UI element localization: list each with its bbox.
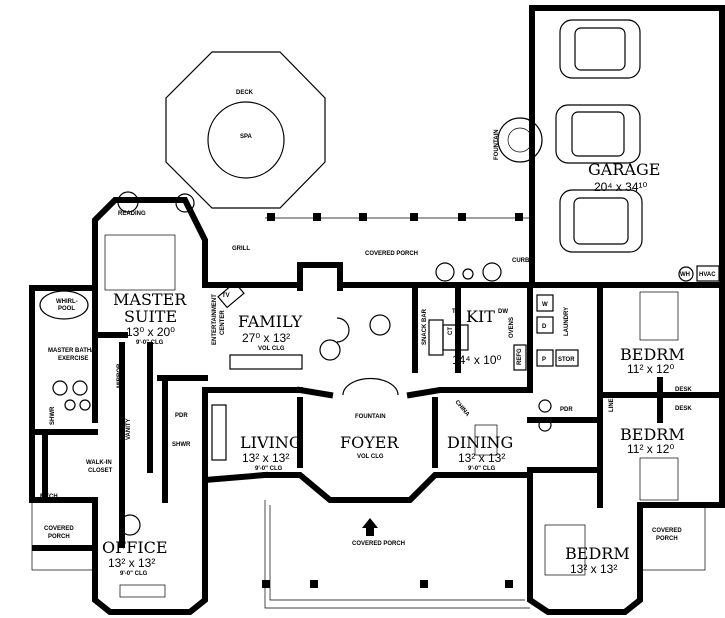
porch-left (31, 499, 96, 571)
ct-label: CT (448, 327, 454, 335)
rear-porch-label: COVERED PORCH (365, 251, 418, 257)
porch-left-label: COVERED (44, 526, 74, 532)
closet-label: WALK-IN (86, 460, 112, 466)
living-room: LIVING 13² x 13² 9'-0" CLG (211, 404, 302, 472)
family-label: FAMILY (238, 312, 303, 331)
interior-walls (32, 262, 725, 551)
fountain-label: FOUNTAIN (494, 129, 500, 160)
kitchen: KIT 14⁴ x 10⁰ TC DW SNACK BAR CT OVENS R… (422, 307, 527, 371)
foyer-clg: VOL CLG (357, 454, 384, 460)
refg-label: REFG (517, 348, 523, 365)
shower-label: SHWR (50, 406, 56, 425)
porch-right (639, 504, 706, 571)
wh-label: WH (680, 272, 690, 278)
living-dim: 13² x 13² (242, 451, 289, 465)
bedrooms-right: BEDRM 11² x 12⁰ LINEN DESK DESK BEDRM 11… (609, 291, 692, 501)
dining-clg: 9'-0" CLG (468, 466, 496, 472)
entertainment-label: ENTERTAINMENT (212, 294, 218, 345)
office-clg: 9'-0" CLG (120, 571, 148, 577)
kitchen-label: KIT (466, 307, 495, 326)
laundry-label: LAUNDRY (564, 307, 570, 336)
bedroom3-dim: 11² x 12⁰ (627, 442, 674, 456)
family-room: FAMILY 27⁰ x 13² VOL CLG (229, 312, 391, 370)
living-label: LIVING (240, 433, 302, 452)
laundry: W D LAUNDRY P STOR (536, 294, 579, 367)
foyer-fountain-label: FOUNTAIN (355, 414, 386, 420)
dining-label: DINING (447, 433, 513, 452)
entertainment-label-2: CENTER (220, 310, 226, 335)
tv-label: TV (222, 293, 230, 299)
reading-label: READING (118, 211, 146, 217)
master-suite-dim: 13⁰ x 20⁰ (126, 325, 175, 339)
office-label: OFFICE (102, 538, 168, 557)
master-suite: READING MASTER SUITE 13⁰ x 20⁰ 9'-0" CLG… (39, 191, 245, 500)
desk2-label: DESK (675, 406, 692, 412)
whirlpool-label: WHIRL- (56, 299, 78, 305)
entry-arrow-icon (362, 518, 378, 528)
master-bath-label: MASTER BATH/ (48, 348, 93, 354)
porch-right-label-2: PORCH (656, 536, 678, 542)
bedroom4: BEDRM 13² x 13² (544, 524, 630, 576)
dw-label: DW (498, 309, 508, 315)
bedroom4-label: BEDRM (565, 544, 630, 563)
mirror-label: MIRROR (117, 363, 123, 388)
bedroom3-label: BEDRM (620, 425, 685, 444)
hvac-label: HVAC (699, 272, 716, 278)
office-dim: 13² x 13² (108, 556, 155, 570)
master-clg: 9'-0" CLG (136, 340, 164, 346)
shower2-label: SHWR (172, 442, 191, 448)
deck: DECK SPA (165, 51, 326, 209)
master-suite-label: MASTER (113, 290, 187, 309)
washer-label: W (542, 302, 548, 308)
porch-right-label: COVERED (652, 528, 682, 534)
snack-bar-label: SNACK BAR (422, 308, 428, 345)
garage-dim: 20⁴ x 34¹⁰ (594, 180, 648, 194)
front-porch-label: COVERED PORCH (352, 541, 405, 547)
storage-label: STOR (558, 357, 575, 363)
foyer: FOUNTAIN FOYER VOL CLG (340, 377, 399, 460)
dining-room: CHINA DINING 13² x 13² 9'-0" CLG PDR (447, 399, 573, 472)
exterior-walls (29, 197, 725, 615)
dryer-label: D (542, 324, 547, 330)
kitchen-dim: 14⁴ x 10⁰ (452, 353, 502, 367)
living-clg: 9'-0" CLG (255, 466, 283, 472)
tc-label: TC (452, 309, 461, 315)
family-clg: VOL CLG (258, 346, 285, 352)
pdr2-label: PDR (560, 407, 573, 413)
bedroom4-dim: 13² x 13² (570, 562, 617, 576)
linen-label: LINEN (609, 394, 615, 412)
office: OFFICE 13² x 13² 9'-0" CLG (102, 514, 168, 598)
china-label: CHINA (453, 399, 470, 418)
mech-label: MECH (40, 494, 58, 500)
spa-label: SPA (240, 134, 253, 140)
rear-porch: COVERED PORCH GRILL (232, 213, 530, 282)
whirlpool-label-2: POOL (58, 306, 75, 312)
bedroom2-dim: 11² x 12⁰ (627, 362, 674, 376)
deck-label: DECK (236, 90, 254, 96)
porch-left-label-2: PORCH (48, 534, 70, 540)
vanity-label: VANITY (126, 418, 132, 440)
foyer-label: FOYER (340, 433, 399, 452)
dining-dim: 13² x 13² (458, 451, 505, 465)
front-porch: COVERED PORCH (262, 500, 530, 609)
curb-label: CURB (512, 258, 530, 264)
master-bath-label-2: EXERCISE (58, 356, 88, 362)
ovens-label: OVENS (509, 317, 515, 338)
bedroom2-label: BEDRM (620, 345, 685, 364)
closet-label-2: CLOSET (88, 468, 113, 474)
pdr-label: PDR (175, 413, 188, 419)
grill-label: GRILL (232, 246, 250, 252)
garage: GARAGE 20⁴ x 34¹⁰ WH HVAC CURB (512, 5, 725, 288)
desk1-label: DESK (675, 387, 692, 393)
garden-fountain (497, 117, 543, 163)
master-suite-label-2: SUITE (124, 307, 177, 326)
garage-label: GARAGE (588, 160, 660, 179)
pantry-label: P (542, 357, 546, 363)
family-dim: 27⁰ x 13² (242, 331, 290, 345)
car-icon (555, 19, 643, 253)
